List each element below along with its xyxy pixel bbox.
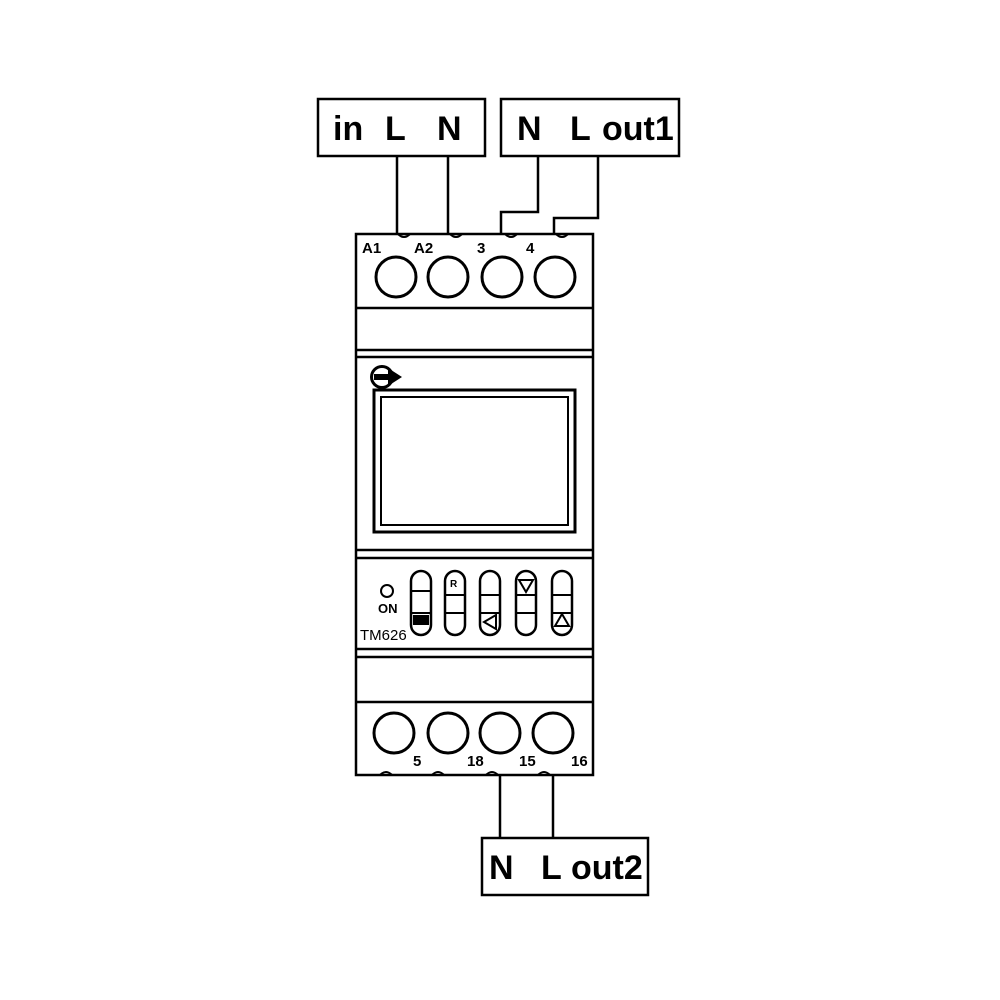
terminal-16-label: 16 <box>571 753 588 770</box>
control-panel: ON TM626 R <box>360 569 574 644</box>
out1-out-label: out1 <box>602 110 674 148</box>
bottom-wires <box>498 775 555 838</box>
up-button[interactable] <box>550 569 574 637</box>
terminal-16-screw <box>531 711 575 755</box>
input-n-label: N <box>437 110 462 148</box>
left-arrow-icon <box>482 613 497 631</box>
top-wires <box>395 156 600 236</box>
out2-l-label: L <box>541 849 562 887</box>
input-l-label: L <box>385 110 406 148</box>
reset-icon: R <box>450 579 458 590</box>
out1-box: N L out1 <box>499 97 681 158</box>
out1-l-label: L <box>570 110 591 148</box>
menu-icon <box>413 615 429 625</box>
model-label: TM626 <box>360 627 407 644</box>
timer-device <box>354 232 595 777</box>
terminal-a2-screw <box>426 255 470 299</box>
terminal-a2-label: A2 <box>414 240 433 257</box>
terminal-5-label: 5 <box>413 753 421 770</box>
input-in-label: in <box>333 110 363 148</box>
reset-button[interactable] <box>443 569 467 637</box>
down-arrow-icon <box>517 579 535 594</box>
menu-button[interactable] <box>409 569 433 637</box>
up-arrow-icon <box>553 612 571 627</box>
top-terminal-screws <box>374 255 577 299</box>
terminal-15-label: 15 <box>519 753 536 770</box>
terminal-a1-label: A1 <box>362 240 381 257</box>
terminal-4-screw <box>533 255 577 299</box>
certification-icon <box>370 365 402 389</box>
terminal-18-label: 18 <box>467 753 484 770</box>
out2-box: N L out2 <box>480 836 650 897</box>
terminal-5-screw <box>372 711 416 755</box>
terminal-a1-screw <box>374 255 418 299</box>
terminal-3-screw <box>480 255 524 299</box>
out1-n-label: N <box>517 110 542 148</box>
out2-n-label: N <box>489 849 514 887</box>
on-led-icon <box>380 584 394 598</box>
input-box: in L N <box>316 97 487 158</box>
down-button[interactable] <box>514 569 538 637</box>
on-label: ON <box>378 601 398 616</box>
terminal-18-screw <box>426 711 470 755</box>
out2-out-label: out2 <box>571 849 643 887</box>
terminal-4-label: 4 <box>526 240 535 257</box>
bottom-terminal-screws <box>372 711 575 755</box>
terminal-3-label: 3 <box>477 240 485 257</box>
terminal-15-screw <box>478 711 522 755</box>
lcd-display <box>372 388 577 534</box>
